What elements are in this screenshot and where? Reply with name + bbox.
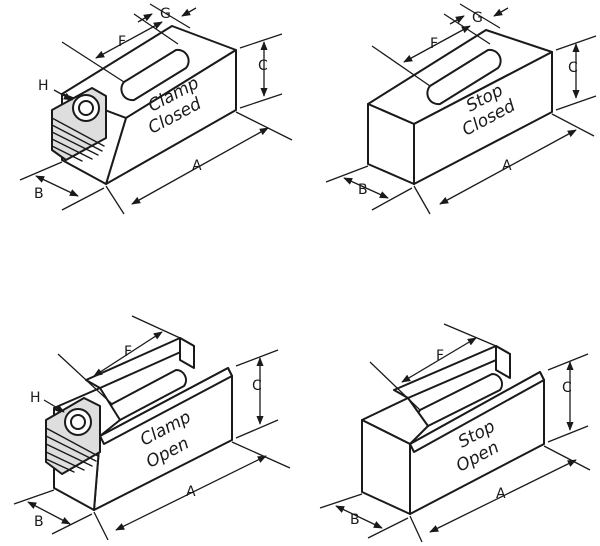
stop-open-dim-b [335, 505, 383, 529]
clamp-open-label-f: F [124, 344, 132, 360]
stop-closed-left-face [367, 103, 415, 185]
stop-closed-dim-f [403, 25, 471, 63]
stop-open-label-a: A [496, 486, 506, 502]
clamp-open-diagram: Clamp Open F C A B H [13, 315, 291, 541]
clamp-closed-label-h: H [38, 78, 49, 94]
stop-closed-diagram: Stop Closed F G C A B [325, 3, 597, 215]
stop-open-left-face [361, 419, 411, 515]
clamp-open-label-b: B [34, 514, 44, 530]
stop-closed-dim-a [439, 129, 577, 205]
clamp-closed-dim-f [95, 21, 163, 59]
clamp-open-dim-b [27, 501, 71, 525]
stop-open-label-c: C [562, 380, 572, 396]
clamp-open-label-h: H [30, 390, 41, 406]
stop-closed-label-a: A [502, 158, 512, 174]
stop-open-label-b: B [350, 512, 360, 528]
clamp-closed-diagram: Clamp Closed F G C A B H [19, 3, 293, 215]
clamp-open-label-a: A [186, 484, 196, 500]
stop-open-dim-a [429, 459, 577, 533]
stop-open-diagram: Stop Open F C A B [319, 323, 591, 543]
clamp-closed-label-f: F [118, 34, 126, 50]
clamp-closed-slot [120, 48, 190, 102]
clamp-open-label-c: C [252, 378, 262, 394]
stop-open-dim-f [401, 337, 477, 383]
clamp-closed-dim-a [131, 127, 269, 205]
clamp-open-screw [64, 408, 92, 436]
clamp-open-dim-f [93, 331, 163, 377]
clamp-closed-screw [72, 94, 100, 122]
clamp-closed-label-b: B [34, 186, 44, 202]
clamp-closed-dim-b [35, 175, 79, 197]
clamp-closed-label-c: C [258, 58, 268, 74]
stop-closed-label-b: B [358, 182, 368, 198]
stop-closed-label-f: F [430, 36, 438, 52]
stop-open-label-f: F [436, 348, 444, 364]
stop-closed-label-c: C [568, 60, 578, 76]
stop-closed-label-g: G [472, 10, 483, 26]
stop-closed-dim-b [343, 177, 389, 199]
stop-open-back-rail [393, 345, 511, 399]
clamp-closed-label-g: G [160, 6, 171, 22]
stop-closed-slot [426, 48, 502, 106]
clamp-open-dim-a [115, 455, 267, 531]
clamp-closed-label-a: A [192, 158, 202, 174]
